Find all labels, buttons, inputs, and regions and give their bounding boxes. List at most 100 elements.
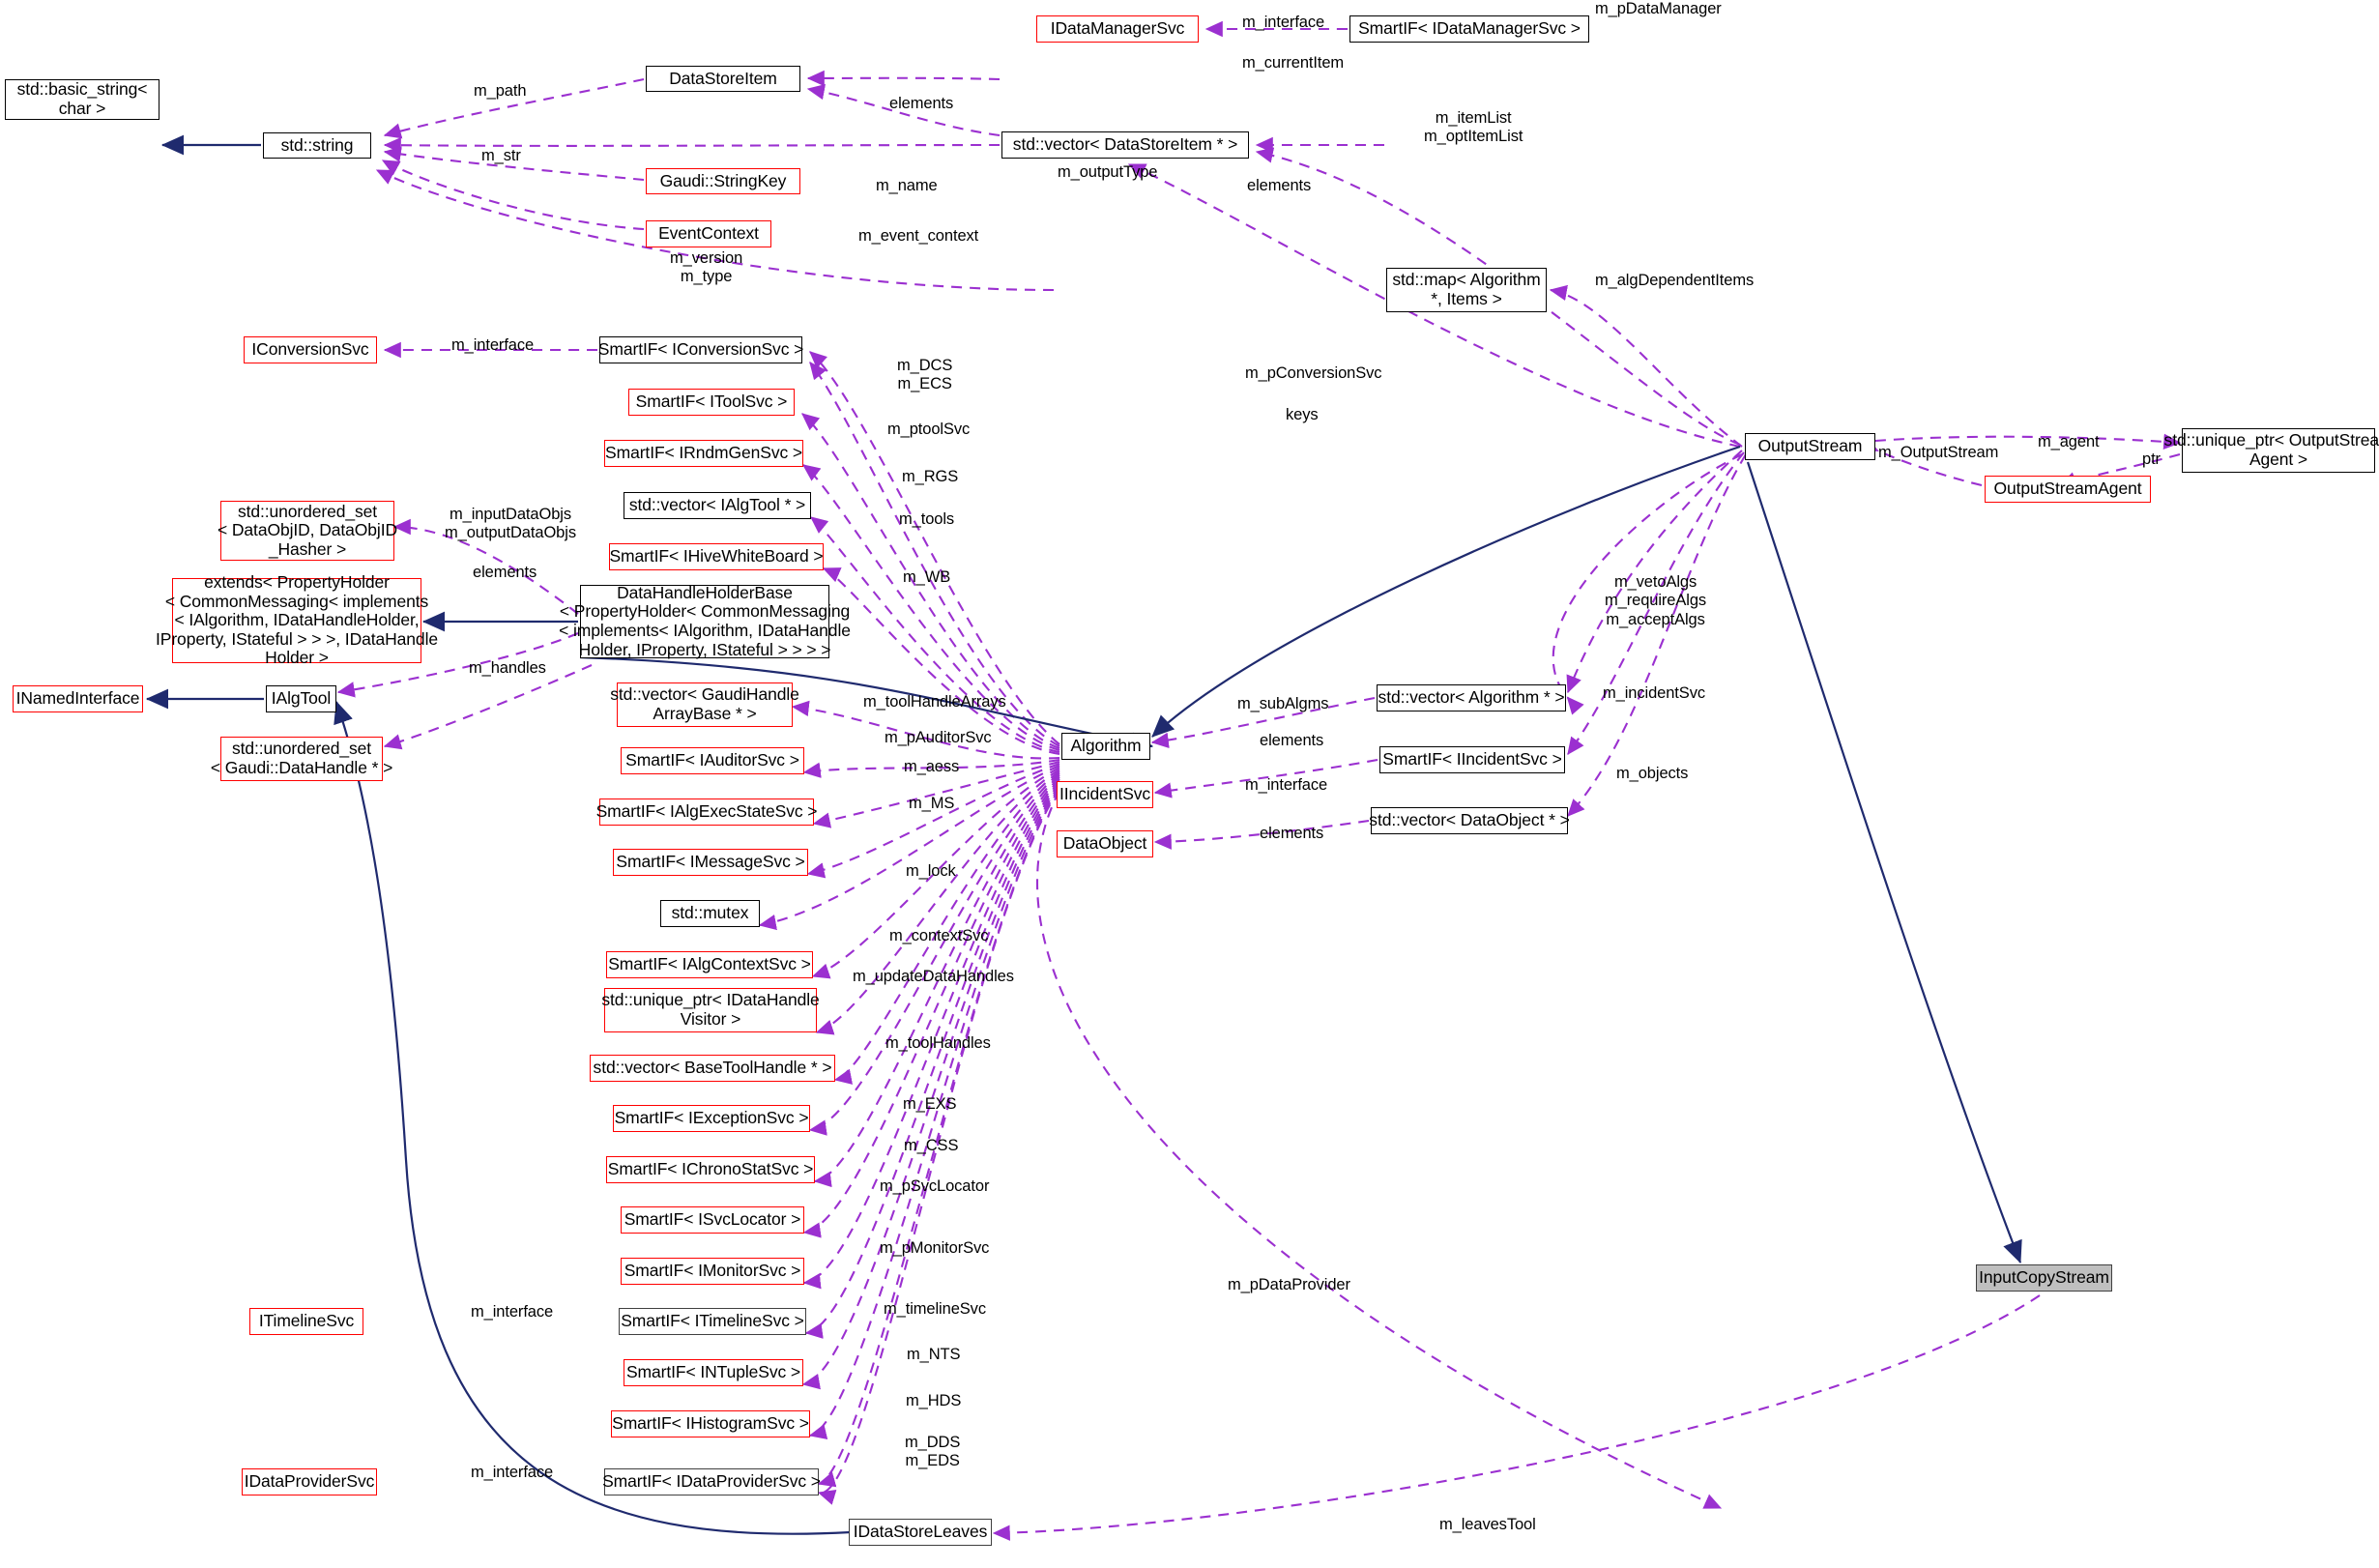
class-node-ialgtool[interactable]: IAlgTool: [266, 685, 336, 712]
edge-label-m_interface_2: m_interface: [451, 336, 535, 354]
edge-label-m_interface_3: m_interface: [1245, 776, 1328, 794]
class-node-basic_string[interactable]: std::basic_string< char >: [5, 79, 160, 120]
class-node-algorithm[interactable]: Algorithm: [1061, 733, 1150, 760]
edge-label-m_incidentSvc: m_incidentSvc: [1603, 684, 1705, 702]
edge-label-m_itemList: m_itemList m_optItemList: [1424, 109, 1523, 146]
edge-label-m_toolHandles: m_toolHandles: [885, 1034, 991, 1052]
class-node-smartif_idataprov[interactable]: SmartIF< IDataProviderSvc >: [602, 1468, 821, 1495]
class-node-std_mutex[interactable]: std::mutex: [660, 900, 760, 927]
edge-label-ptr: ptr: [2142, 450, 2161, 468]
edge-label-elements_1: elements: [889, 95, 954, 112]
class-node-smartif_iauditor[interactable]: SmartIF< IAuditorSvc >: [621, 747, 804, 774]
edge-label-m_EXS: m_EXS: [903, 1095, 957, 1113]
edge-label-m_pDataManager: m_pDataManager: [1595, 0, 1722, 17]
edge-label-elements_4: elements: [1260, 732, 1324, 749]
edge-label-m_lock: m_lock: [906, 862, 956, 880]
class-node-smartif_iconv[interactable]: SmartIF< IConversionSvc >: [598, 336, 803, 363]
class-node-extends_ph[interactable]: extends< PropertyHolder < CommonMessagin…: [156, 572, 438, 668]
edge-label-m_NTS: m_NTS: [907, 1346, 961, 1363]
class-node-smartif_ialgctx[interactable]: SmartIF< IAlgContextSvc >: [606, 951, 813, 978]
class-node-smartif_iincident[interactable]: SmartIF< IIncidentSvc >: [1379, 746, 1565, 773]
edge-label-m_ptoolSvc: m_ptoolSvc: [887, 421, 971, 438]
class-node-unordered_dataobjid[interactable]: std::unordered_set < DataObjID, DataObjI…: [218, 501, 397, 561]
edge-label-m_objects: m_objects: [1616, 765, 1689, 782]
edge-label-m_outputType: m_outputType: [1058, 163, 1158, 181]
edge-label-m_WB: m_WB: [903, 568, 951, 586]
class-node-smartif_ialgexec[interactable]: SmartIF< IAlgExecStateSvc >: [596, 799, 818, 826]
edge-label-m_vetoAlgs: m_vetoAlgs m_requireAlgs m_acceptAlgs: [1605, 573, 1707, 628]
edge-label-m_path: m_path: [474, 82, 527, 100]
edge-label-m_currentItem: m_currentItem: [1242, 54, 1345, 72]
edge-label-m_str: m_str: [481, 147, 521, 164]
edge-label-m_inputDataObjs: m_inputDataObjs m_outputDataObjs: [445, 506, 576, 542]
edge-label-m_version_type: m_version m_type: [670, 249, 743, 286]
edge-label-m_HDS: m_HDS: [906, 1392, 962, 1409]
edge-label-m_OutputStream: m_OutputStream: [1878, 444, 1999, 461]
class-node-gaudi_stringkey[interactable]: Gaudi::StringKey: [646, 168, 800, 194]
class-node-dhhb[interactable]: DataHandleHolderBase < PropertyHolder< C…: [559, 582, 851, 659]
class-node-vec_gaudihandle[interactable]: std::vector< GaudiHandle ArrayBase * >: [610, 682, 799, 727]
edge-label-elements_3: elements: [473, 564, 537, 581]
class-node-smartif_idatamgr[interactable]: SmartIF< IDataManagerSvc >: [1349, 15, 1589, 43]
class-node-uniqueptr_idhv[interactable]: std::unique_ptr< IDataHandle Visitor >: [601, 988, 820, 1032]
class-node-unordered_gdh[interactable]: std::unordered_set < Gaudi::DataHandle *…: [211, 737, 392, 781]
edge-label-m_MS: m_MS: [909, 795, 955, 812]
edge-label-m_agent: m_agent: [2038, 433, 2100, 450]
edge-label-m_pConversionSvc: m_pConversionSvc: [1245, 364, 1382, 382]
class-node-smartif_ihistogram[interactable]: SmartIF< IHistogramSvc >: [611, 1410, 810, 1437]
edge-label-m_pAuditorSvc: m_pAuditorSvc: [885, 729, 992, 746]
class-node-smartif_ichrono[interactable]: SmartIF< IChronoStatSvc >: [606, 1156, 815, 1183]
class-node-std_string[interactable]: std::string: [263, 132, 371, 159]
class-node-smartif_intuple[interactable]: SmartIF< INTupleSvc >: [624, 1359, 803, 1386]
class-node-itimelinesvc[interactable]: ITimelineSvc: [249, 1308, 363, 1335]
edge-label-m_interface_4: m_interface: [471, 1303, 554, 1321]
class-node-vec_basetoolhandle[interactable]: std::vector< BaseToolHandle * >: [590, 1055, 835, 1082]
edge-label-m_timelineSvc: m_timelineSvc: [884, 1300, 986, 1318]
class-node-smartif_imessage[interactable]: SmartIF< IMessageSvc >: [613, 849, 808, 876]
edge-label-m_toolHandleArrays: m_toolHandleArrays: [863, 693, 1006, 711]
edge-label-m_updateDataHandles: m_updateDataHandles: [853, 968, 1014, 985]
edge-label-m_interface_1: m_interface: [1242, 14, 1325, 31]
class-node-idatastoreleaves[interactable]: IDataStoreLeaves: [849, 1519, 992, 1546]
class-node-smartif_irndm[interactable]: SmartIF< IRndmGenSvc >: [604, 440, 803, 467]
class-node-outputstream[interactable]: OutputStream: [1745, 433, 1875, 460]
class-node-idatamanagersvc[interactable]: IDataManagerSvc: [1036, 15, 1199, 43]
class-node-eventcontext[interactable]: EventContext: [646, 220, 771, 247]
class-node-vec_dataobject[interactable]: std::vector< DataObject * >: [1369, 807, 1570, 834]
edge-label-m_leavesTool: m_leavesTool: [1439, 1516, 1536, 1533]
class-node-inamedinterface[interactable]: INamedInterface: [13, 685, 143, 712]
edge-label-m_CSS: m_CSS: [904, 1137, 959, 1154]
edge-label-m_handles: m_handles: [469, 659, 546, 677]
class-node-map_alg_items[interactable]: std::map< Algorithm *, Items >: [1386, 268, 1547, 312]
class-node-inputcopystream[interactable]: InputCopyStream: [1976, 1264, 2112, 1292]
edge-label-m_algDependentItems: m_algDependentItems: [1595, 272, 1755, 289]
class-node-smartif_itimeline[interactable]: SmartIF< ITimelineSvc >: [619, 1308, 806, 1335]
class-node-uniqueptr_osa[interactable]: std::unique_ptr< OutputStream Agent >: [2164, 428, 2379, 473]
edge-label-m_pMonitorSvc: m_pMonitorSvc: [880, 1239, 990, 1257]
class-node-datastoreitem[interactable]: DataStoreItem: [646, 66, 800, 92]
class-node-iconversionsvc[interactable]: IConversionSvc: [244, 336, 377, 363]
class-node-vec_datastoreitem[interactable]: std::vector< DataStoreItem * >: [1001, 131, 1249, 159]
edge-label-m_DCS_ECS: m_DCS m_ECS: [897, 357, 953, 393]
class-node-smartif_imonitor[interactable]: SmartIF< IMonitorSvc >: [621, 1258, 804, 1285]
edge-label-m_aess: m_aess: [904, 758, 960, 775]
class-node-smartif_itoolsvc[interactable]: SmartIF< IToolSvc >: [628, 389, 795, 416]
class-node-smartif_isvcloc[interactable]: SmartIF< ISvcLocator >: [621, 1206, 804, 1234]
edge-label-m_contextSvc: m_contextSvc: [889, 927, 989, 944]
class-node-outputstreamagent[interactable]: OutputStreamAgent: [1985, 476, 2151, 503]
class-node-smartif_ihive[interactable]: SmartIF< IHiveWhiteBoard >: [609, 543, 824, 570]
edge-label-m_pSvcLocator: m_pSvcLocator: [880, 1177, 990, 1195]
class-node-vec_algorithm[interactable]: std::vector< Algorithm * >: [1377, 684, 1566, 711]
edge-label-m_pDataProvider: m_pDataProvider: [1228, 1276, 1350, 1293]
edge-label-keys: keys: [1286, 406, 1319, 423]
edge-label-m_tools: m_tools: [899, 510, 955, 528]
class-node-idataprovidersvc[interactable]: IDataProviderSvc: [242, 1468, 377, 1495]
class-node-dataobject[interactable]: DataObject: [1057, 830, 1153, 857]
edge-label-m_name: m_name: [876, 177, 938, 194]
class-node-vec_ialgtool[interactable]: std::vector< IAlgTool * >: [624, 492, 811, 519]
class-node-iincidentsvc[interactable]: IIncidentSvc: [1057, 781, 1153, 808]
class-node-smartif_iexception[interactable]: SmartIF< IExceptionSvc >: [613, 1105, 810, 1132]
edge-label-m_event_context: m_event_context: [858, 227, 979, 245]
edge-label-m_subAlgms: m_subAlgms: [1237, 695, 1329, 712]
